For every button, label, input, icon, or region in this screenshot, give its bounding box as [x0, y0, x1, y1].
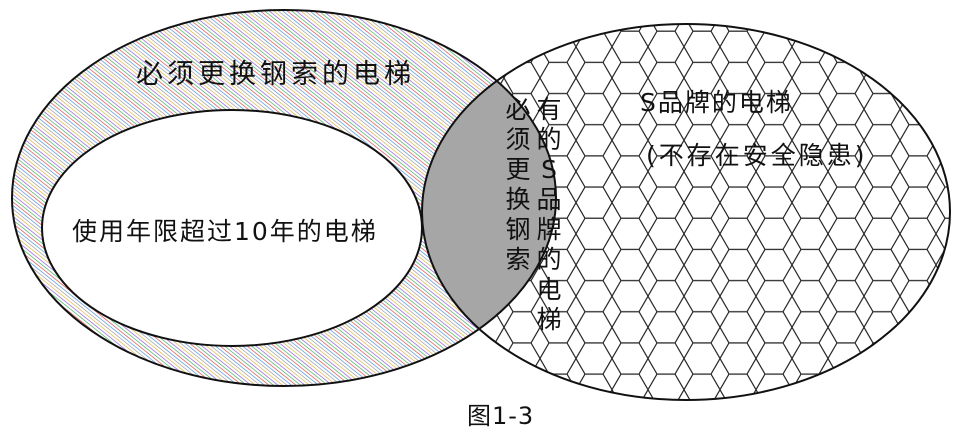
inner-set-label: 使用年限超过10年的电梯: [72, 212, 378, 248]
right-set-sublabel: (不存在安全隐患): [646, 136, 868, 172]
hatch-line: [953, 0, 960, 426]
left-set-label: 必须更换钢索的电梯: [136, 52, 415, 91]
intersection-label-right-column: 有的S品牌的电梯: [535, 95, 563, 335]
intersection-label-left-column: 必须更换钢索: [504, 95, 532, 275]
right-set-label: S品牌的电梯: [640, 83, 793, 119]
